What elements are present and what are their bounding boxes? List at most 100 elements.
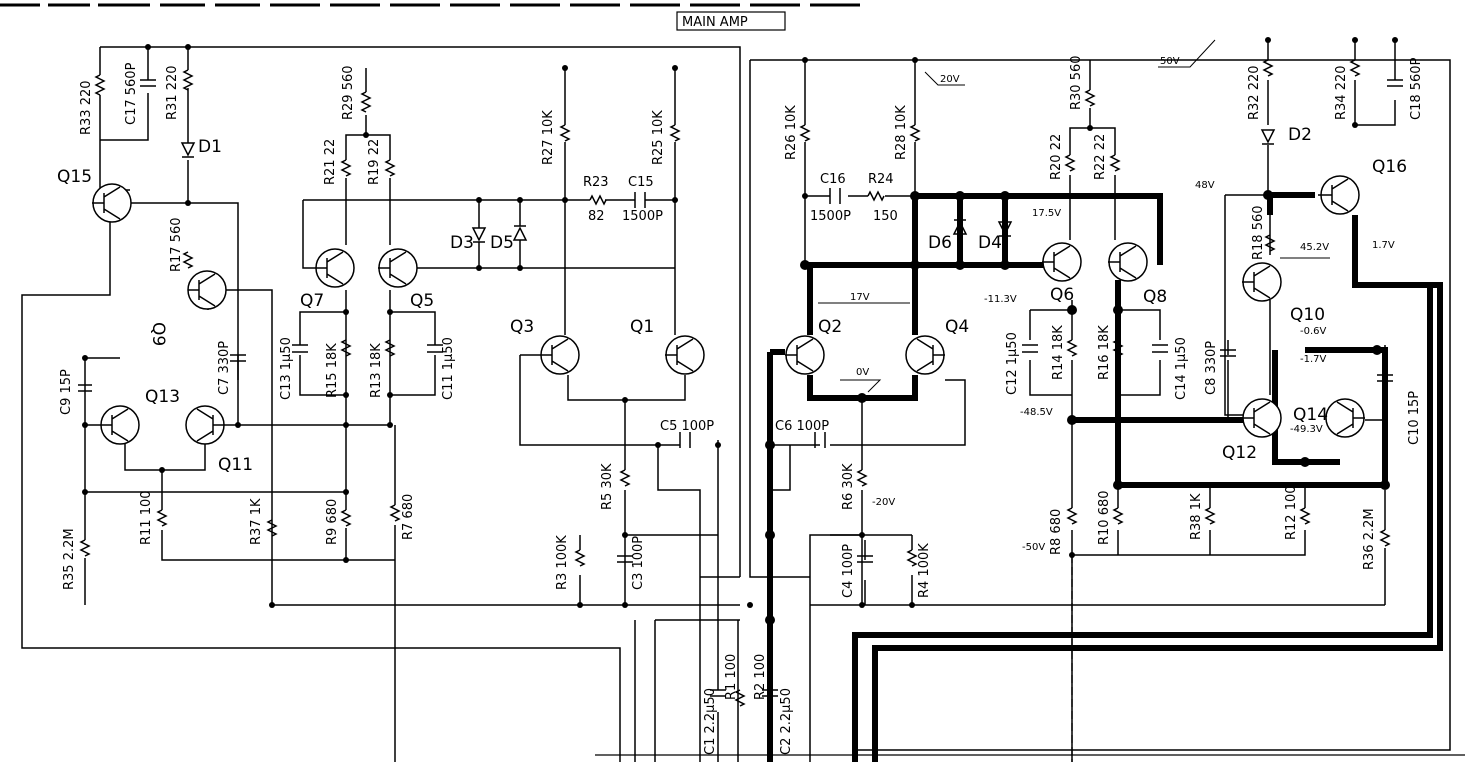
label-r20: R20 22 bbox=[1049, 134, 1064, 180]
label-q8: Q8 bbox=[1143, 287, 1167, 307]
label-c5: C5 100P bbox=[660, 419, 714, 434]
transistors bbox=[92, 175, 1365, 445]
label-c3: C3 100P bbox=[631, 536, 646, 590]
label-r6: R6 30K bbox=[841, 463, 856, 510]
q15-symbol bbox=[92, 183, 132, 223]
label-v17b: 1.7V bbox=[1372, 240, 1395, 251]
label-r23-value: 82 bbox=[588, 209, 605, 224]
title-box bbox=[676, 11, 786, 31]
label-q12: Q12 bbox=[1222, 443, 1257, 463]
label-c2: C2 2.2μ50 bbox=[779, 688, 794, 755]
label-q9: Q9 bbox=[148, 322, 168, 346]
q1-symbol bbox=[665, 335, 705, 375]
q16-symbol bbox=[1318, 175, 1360, 215]
label-r9: R9 680 bbox=[325, 499, 340, 545]
diodes bbox=[180, 129, 1276, 268]
label-r31: R31 220 bbox=[165, 65, 180, 120]
label-r10: R10 680 bbox=[1097, 490, 1112, 545]
label-q15: Q15 bbox=[57, 167, 92, 187]
label-q1: Q1 bbox=[630, 317, 654, 337]
label-r13: R13 18K bbox=[369, 343, 384, 398]
label-r22: R22 22 bbox=[1093, 134, 1108, 180]
label-d6: D6 bbox=[928, 233, 952, 253]
label-r35: R35 2.2M bbox=[62, 528, 77, 590]
label-r33: R33 220 bbox=[79, 80, 94, 135]
label-c7: C7 330P bbox=[217, 341, 232, 395]
label-r14: R14 18K bbox=[1051, 325, 1066, 380]
label-q6: Q6 bbox=[1050, 285, 1074, 305]
q5-symbol bbox=[378, 248, 418, 288]
q4-symbol bbox=[905, 335, 945, 375]
label-q7: Q7 bbox=[300, 291, 324, 311]
label-v50: 50V bbox=[1160, 56, 1180, 67]
component-labels: R33 220 C17 560P R31 220 R29 560 R21 22 … bbox=[59, 55, 1424, 755]
label-v175: 17.5V bbox=[1032, 208, 1061, 219]
label-r7: R7 680 bbox=[401, 494, 416, 540]
resistors bbox=[79, 59, 1391, 707]
label-q5: Q5 bbox=[410, 291, 434, 311]
bias-heavy-traces bbox=[767, 192, 1443, 762]
label-q10: Q10 bbox=[1290, 305, 1325, 325]
label-v452: 45.2V bbox=[1300, 242, 1329, 253]
title-label: MAIN AMP bbox=[682, 15, 748, 30]
label-q13: Q13 bbox=[145, 387, 180, 407]
label-c4: C4 100P bbox=[841, 544, 856, 598]
label-r26: R26 10K bbox=[784, 105, 799, 160]
label-q11: Q11 bbox=[218, 455, 253, 475]
label-r4: R4 100K bbox=[917, 543, 932, 598]
label-c14: C14 1μ50 bbox=[1174, 337, 1189, 400]
label-d4: D4 bbox=[978, 233, 1002, 253]
label-r38: R38 1K bbox=[1189, 493, 1204, 540]
label-r24-value: 150 bbox=[873, 209, 898, 224]
label-v48: 48V bbox=[1195, 180, 1215, 191]
q14-symbol bbox=[1325, 398, 1365, 438]
label-r8: R8 680 bbox=[1049, 509, 1064, 555]
label-c17: C17 560P bbox=[124, 62, 139, 125]
label-r3: R3 100K bbox=[555, 535, 570, 590]
label-v20: 20V bbox=[940, 74, 960, 85]
q11-symbol bbox=[185, 405, 225, 445]
q8-symbol bbox=[1108, 242, 1148, 282]
label-r37: R37 1K bbox=[249, 498, 264, 545]
label-q2: Q2 bbox=[818, 317, 842, 337]
label-r18: R18 560 bbox=[1251, 205, 1266, 260]
label-q3: Q3 bbox=[510, 317, 534, 337]
label-c13: C13 1μ50 bbox=[279, 337, 294, 400]
label-c18: C18 560P bbox=[1409, 57, 1424, 120]
label-c12: C12 1μ50 bbox=[1005, 332, 1020, 395]
label-c11: C11 1μ50 bbox=[441, 337, 456, 400]
label-c15: C15 bbox=[628, 175, 654, 190]
label-d1: D1 bbox=[198, 137, 222, 157]
label-r15: R15 18K bbox=[325, 343, 340, 398]
label-r23: R23 bbox=[583, 175, 609, 190]
junction-dots bbox=[82, 37, 1398, 625]
label-c16-value: 1500P bbox=[810, 209, 851, 224]
label-c1: C1 2.2μ50 bbox=[703, 688, 718, 755]
capacitors bbox=[78, 79, 1403, 697]
label-r19: R19 22 bbox=[367, 139, 382, 185]
label-c8: C8 330P bbox=[1204, 341, 1219, 395]
label-r16: R16 18K bbox=[1097, 325, 1112, 380]
label-r5: R5 30K bbox=[600, 463, 615, 510]
label-c15-value: 1500P bbox=[622, 209, 663, 224]
q2-symbol bbox=[785, 335, 825, 375]
label-r12: R12 100 bbox=[1284, 485, 1299, 540]
label-r28: R28 10K bbox=[894, 105, 909, 160]
q12-symbol bbox=[1242, 398, 1282, 438]
label-d3: D3 bbox=[450, 233, 474, 253]
q10-symbol bbox=[1242, 262, 1282, 302]
label-q16: Q16 bbox=[1372, 157, 1407, 177]
label-r17: R17 560 bbox=[169, 217, 184, 272]
label-r24: R24 bbox=[868, 172, 894, 187]
label-vm493: -49.3V bbox=[1290, 424, 1323, 435]
label-r11: R11 100 bbox=[139, 490, 154, 545]
label-r29: R29 560 bbox=[341, 65, 356, 120]
label-q14: Q14 bbox=[1293, 405, 1328, 425]
label-c10: C10 15P bbox=[1407, 391, 1422, 445]
voltage-labels: 50V 20V 48V 45.2V 17V 0V -11.3V 17.5V -0… bbox=[818, 39, 1395, 553]
q7-symbol bbox=[315, 248, 355, 288]
label-r2: R2 100 bbox=[753, 654, 768, 700]
label-r27: R27 10K bbox=[541, 110, 556, 165]
label-r21: R21 22 bbox=[323, 139, 338, 185]
